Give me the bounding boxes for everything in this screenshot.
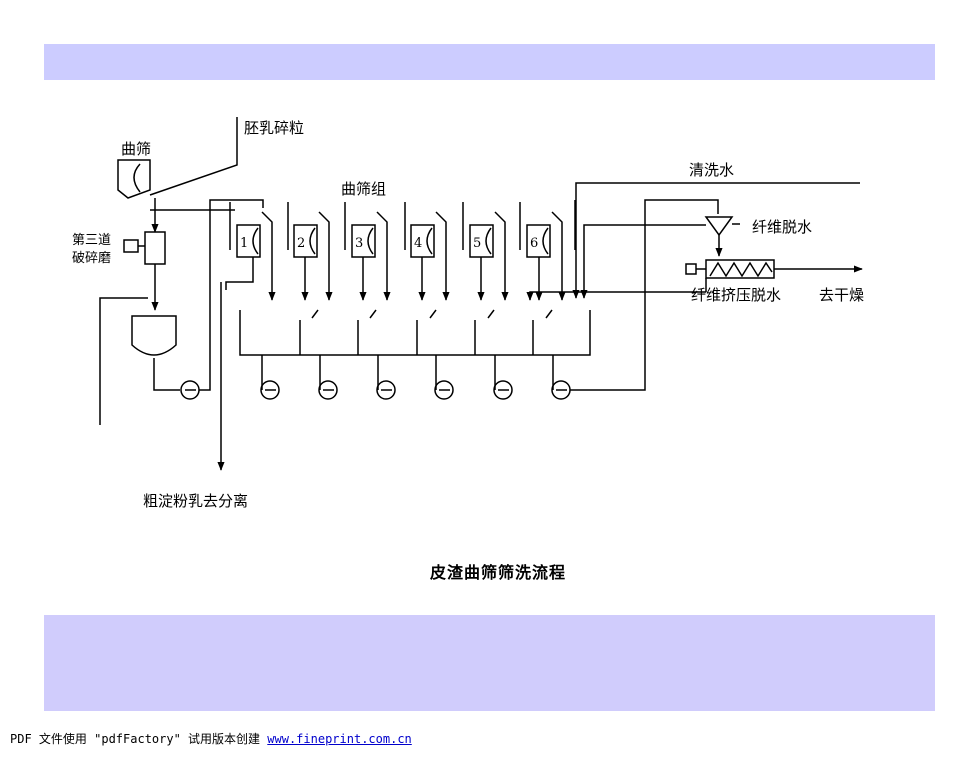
diagram-title: 皮渣曲筛筛洗流程 [429,563,566,582]
screen-number-4: 4 [414,236,422,251]
fiber-press-label: 纤维挤压脱水 [691,286,781,304]
screen-group [229,200,576,250]
fiber-dewater-cone [704,216,734,237]
input-label: 胚乳碎粒 [244,119,304,137]
third-mill [144,231,166,265]
top-banner [44,44,935,80]
screen-group-label: 曲筛组 [341,180,386,198]
press-motor [685,263,697,275]
screen-number-1: 1 [240,236,248,251]
pdf-footer: PDF 文件使用 "pdfFactory" 试用版本创建 www.finepri… [10,730,412,747]
to-dry-label: 去干燥 [819,286,864,304]
footer-link[interactable]: www.fineprint.com.cn [267,732,412,746]
footer-text: PDF 文件使用 "pdfFactory" 试用版本创建 [10,732,268,746]
crude-starch-label: 粗淀粉乳去分离 [143,492,248,510]
screw-press [705,259,775,279]
curved-screen-unit [117,159,151,199]
screen-number-2: 2 [297,236,305,251]
screen-number-5: 5 [473,236,481,251]
curved-screen-label: 曲筛 [121,140,151,158]
mix-tank [131,315,177,356]
diagram-labels: 胚乳碎粒 曲筛 曲筛组 第三道 破碎磨 清洗水 纤维脱水 纤维挤压脱水 去干燥 … [72,119,864,582]
bottom-banner [44,615,935,711]
fiber-dewater-label: 纤维脱水 [752,218,812,236]
mill-motor [123,239,139,253]
wash-water-label: 清洗水 [689,161,734,179]
third-mill-label-2: 破碎磨 [72,251,111,266]
screen-number-3: 3 [355,236,363,251]
third-mill-label-1: 第三道 [72,233,111,248]
input-feed-line [149,117,238,196]
screen-number-6: 6 [530,236,538,251]
curved-screen-arc [133,163,141,193]
